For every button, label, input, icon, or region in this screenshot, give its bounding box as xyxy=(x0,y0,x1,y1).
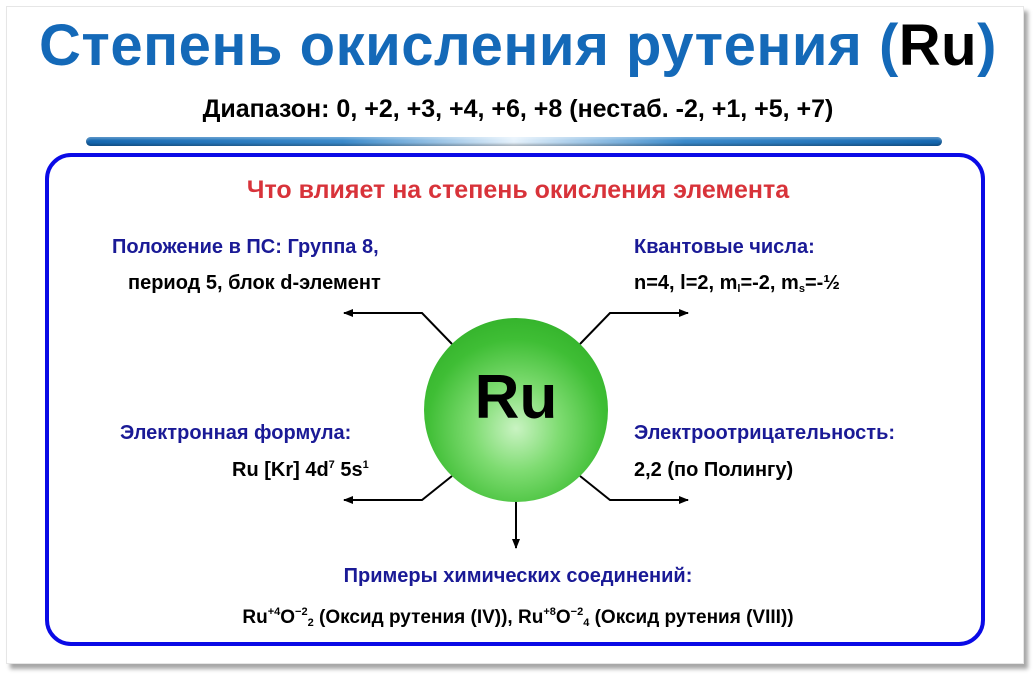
compound1-o-count: 2 xyxy=(307,617,314,629)
compound1-ru-oxidation: +4 xyxy=(267,606,281,618)
ml-subscript: l xyxy=(737,283,741,295)
electronegativity-label: Электроотрицательность: xyxy=(634,422,896,444)
electron-formula-value: Ru [Kr] 4d7 5s1 xyxy=(232,459,369,482)
quantum-ml: =-2, m xyxy=(740,272,799,294)
title-element-symbol: Ru xyxy=(898,13,978,78)
formula-prefix: Ru [Kr] 4d xyxy=(232,459,329,481)
arrow-to-formula xyxy=(343,475,453,504)
quantum-label: Квантовые числа: xyxy=(634,236,815,258)
compound2-name: (Оксид рутения (VIII)) xyxy=(589,607,794,628)
compound1-name: (Оксид рутения (IV)), xyxy=(313,607,518,628)
quantum-value: n=4, l=2, ml=-2, ms=-½ xyxy=(634,272,840,295)
s-superscript: 1 xyxy=(362,459,369,471)
quantum-n-l: n=4, l=2, m xyxy=(634,272,738,294)
oxidation-range: Диапазон: 0, +2, +3, +4, +6, +8 (нестаб.… xyxy=(202,95,834,123)
position-value: период 5, блок d-элемент xyxy=(128,272,381,294)
compound2-o-count: 4 xyxy=(583,617,590,629)
d-superscript: 7 xyxy=(328,459,335,471)
compound1-oxygen: O xyxy=(280,607,296,628)
compound1-element: Ru xyxy=(242,607,268,628)
factors-panel xyxy=(45,153,985,646)
compound2-ru-oxidation: +8 xyxy=(543,606,556,618)
compound1-o-oxidation: −2 xyxy=(295,606,308,618)
arrow-to-electronegativity xyxy=(579,475,689,504)
panel-heading: Что влияет на степень окисления элемента xyxy=(246,176,790,204)
arrow-to-position xyxy=(343,309,453,345)
electron-formula-label: Электронная формула: xyxy=(120,422,352,444)
quantum-ms: =-½ xyxy=(804,272,840,294)
compound2-oxygen: O xyxy=(555,607,571,628)
electronegativity-value: 2,2 (по Полингу) xyxy=(634,459,794,481)
page-title: Степень окисления рутения (Ru) xyxy=(0,12,1036,79)
element-sphere xyxy=(424,318,608,502)
examples-label: Примеры химических соединений: xyxy=(343,565,693,587)
formula-5s: 5s xyxy=(334,459,363,481)
compound2-element: Ru xyxy=(518,607,544,628)
title-close-paren: ) xyxy=(977,13,997,78)
header-divider xyxy=(86,137,942,146)
examples-value: Ru+4O−22 (Оксид рутения (IV)), Ru+8O−24 … xyxy=(0,607,1036,629)
position-label: Положение в ПС: Группа 8, xyxy=(112,236,379,258)
arrow-to-quantum xyxy=(579,309,689,345)
element-symbol: Ru xyxy=(474,363,558,432)
compound2-o-oxidation: −2 xyxy=(570,606,584,618)
title-text: Степень окисления рутения ( xyxy=(39,13,899,78)
ms-subscript: s xyxy=(798,283,805,295)
